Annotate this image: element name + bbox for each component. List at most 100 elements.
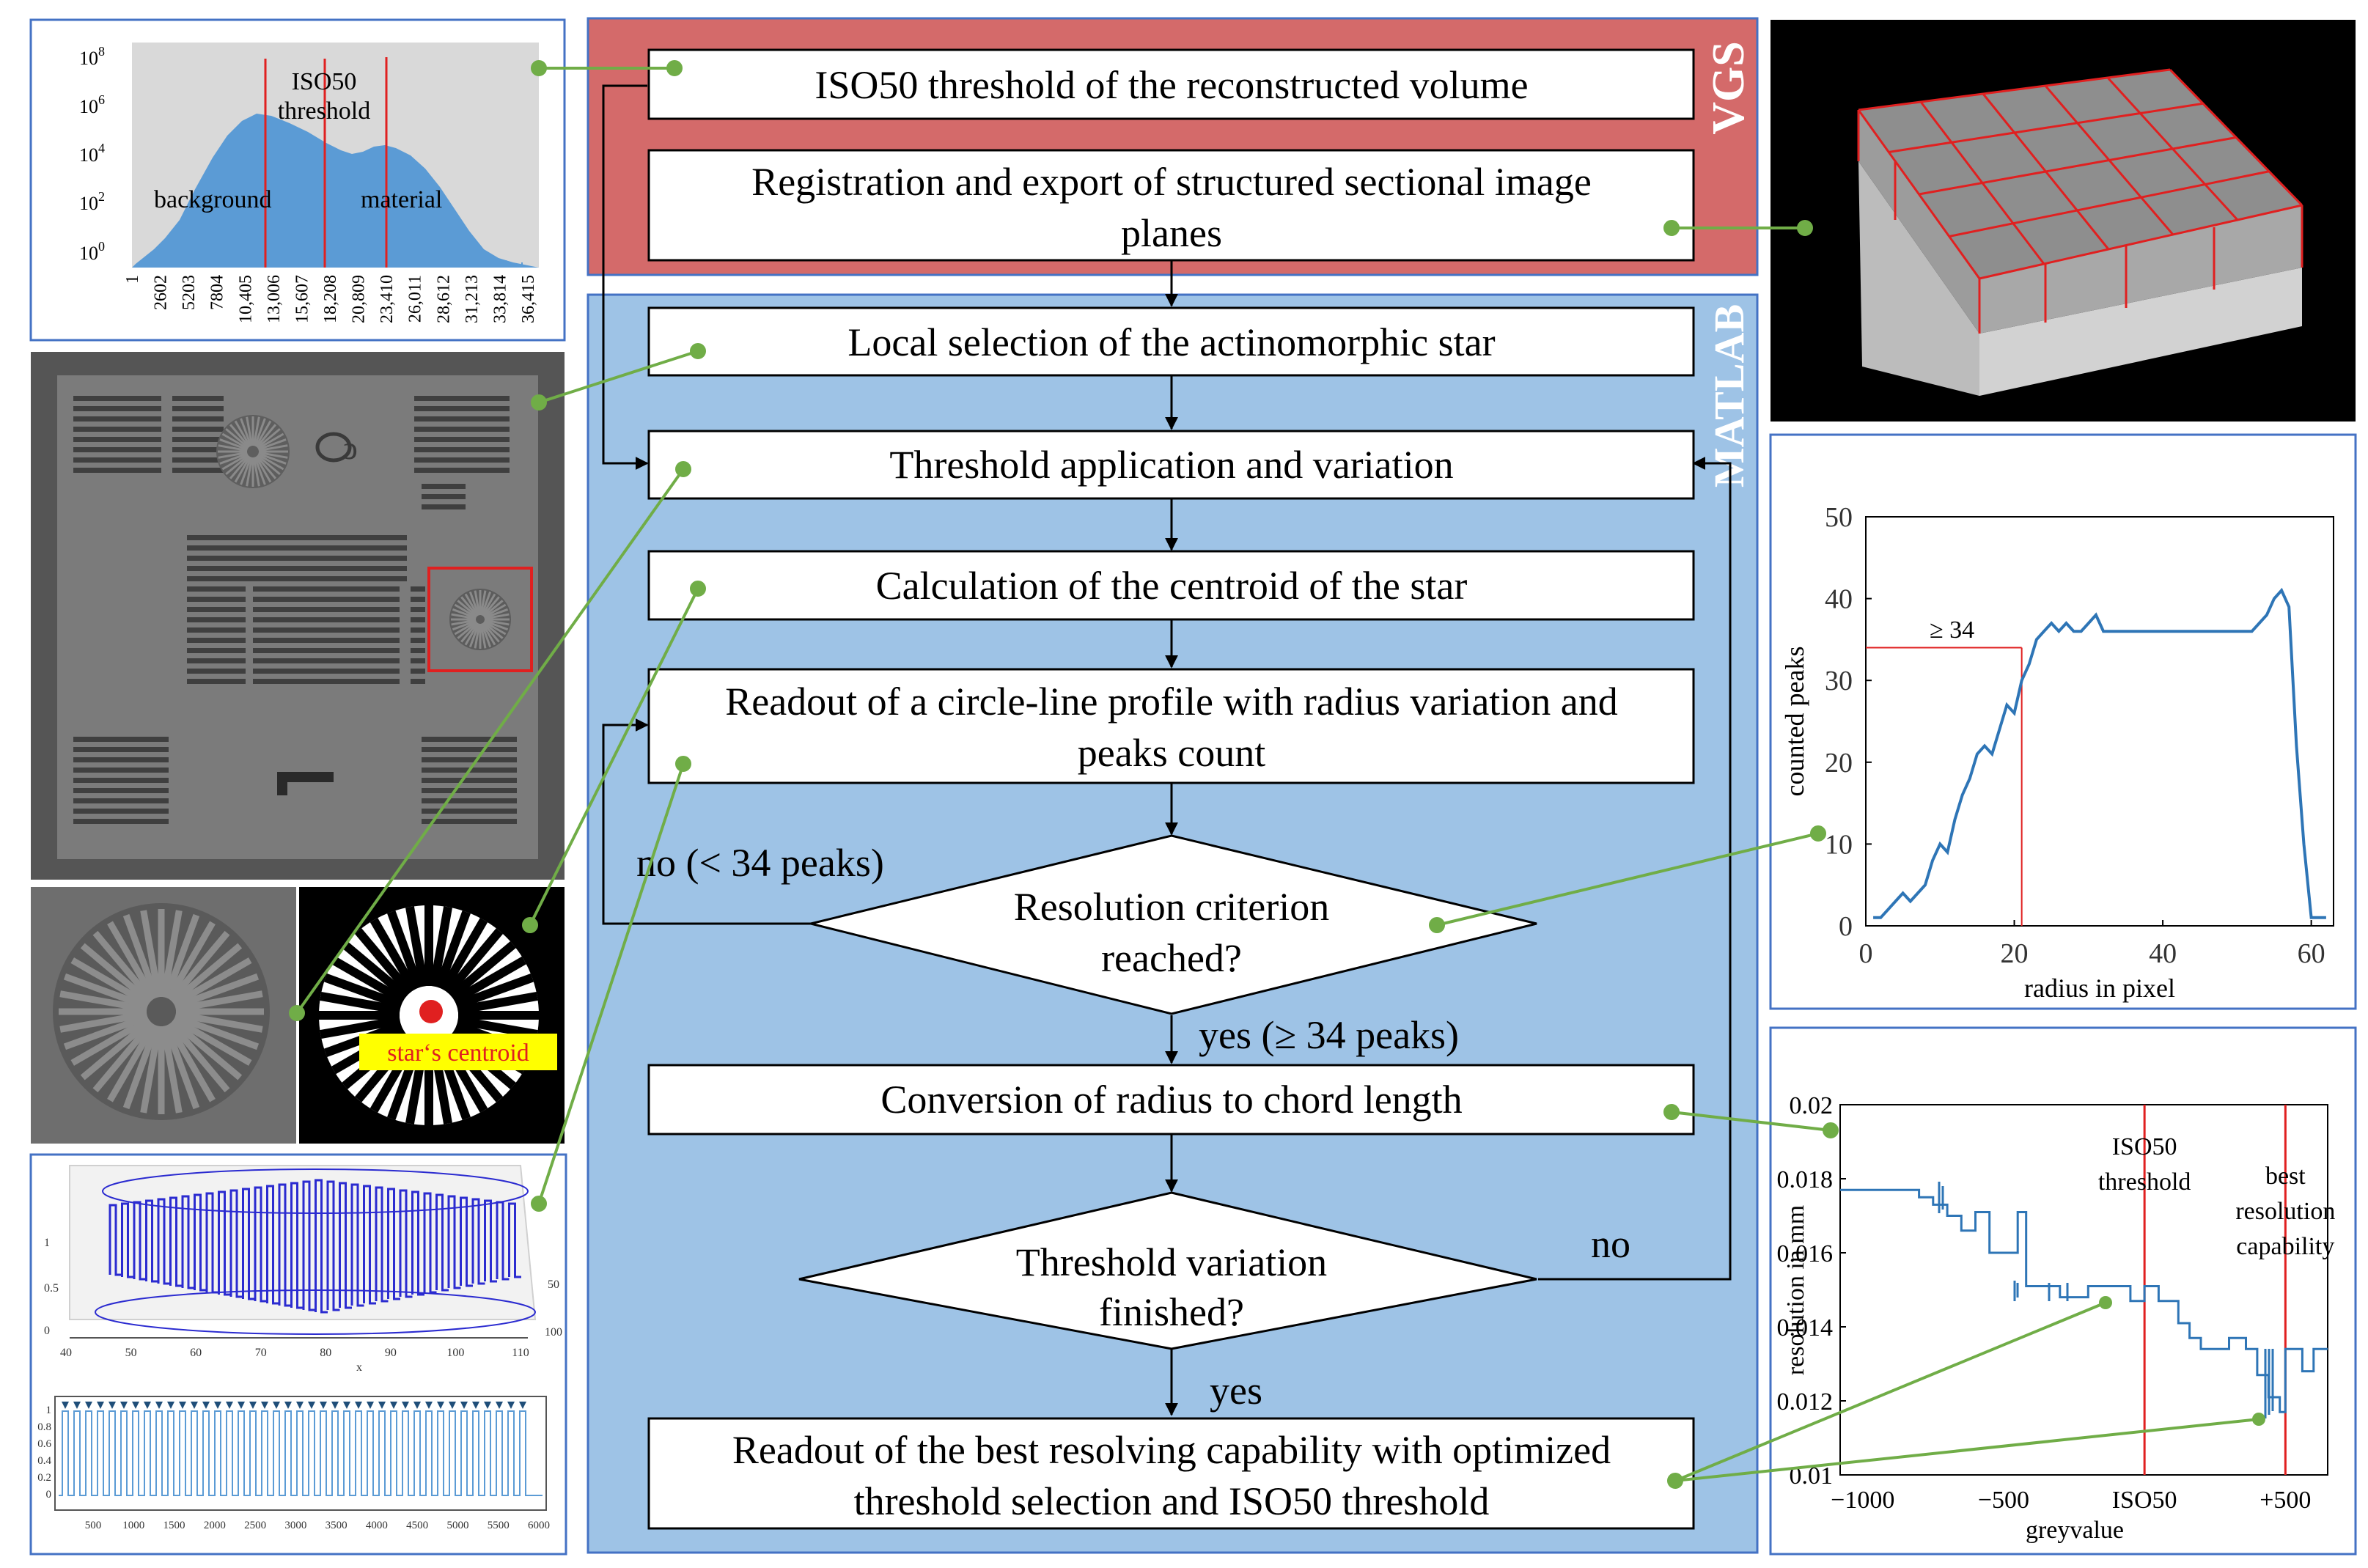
star-spoke: [122, 913, 160, 999]
star-spoke: [59, 1011, 148, 1033]
profile-2d-peak-marker: [437, 1402, 444, 1409]
slice-bar: [187, 566, 407, 571]
profile-2d-peak-marker: [273, 1402, 280, 1409]
slice-bar: [73, 788, 169, 793]
star-spoke: [174, 990, 263, 1012]
star-spoke: [174, 1013, 260, 1050]
volume-front: [1858, 110, 1979, 334]
star-spoke: [444, 928, 504, 996]
star-spoke: [257, 433, 284, 450]
slice-bar: [422, 778, 517, 783]
star-spoke: [168, 1020, 230, 1093]
profile-2d-x-tick: 3000: [284, 1520, 306, 1531]
slice-bar: [414, 468, 510, 473]
star-spoke: [320, 1016, 401, 1039]
star-spoke: [70, 957, 150, 1007]
flow-arrows: [602, 84, 1732, 1416]
star-spoke: [457, 600, 478, 618]
profile-2d-x-tick: 2500: [244, 1520, 266, 1531]
star-spoke: [480, 591, 492, 616]
star-spoke: [479, 590, 487, 616]
slice-bar: [73, 737, 169, 742]
profile-2d-peak-marker: [120, 1402, 128, 1409]
decision-criterion-diamond: [810, 834, 1537, 1015]
star-spoke: [170, 1018, 243, 1081]
vgs-band-label: VGS: [1704, 41, 1754, 134]
slice-selection-box: [427, 567, 533, 672]
slice-bar: [73, 437, 161, 442]
slice-bar: [172, 406, 224, 411]
profile-2d-peak-marker: [249, 1402, 257, 1409]
star-spoke: [257, 427, 281, 449]
star-spoke: [172, 957, 252, 1007]
star-spoke: [218, 444, 248, 452]
star-spoke: [481, 622, 496, 646]
star-spoke: [92, 1020, 155, 1093]
star-spoke: [258, 451, 288, 459]
star-spoke: [240, 457, 252, 485]
profile-2d-peak-marker: [226, 1402, 233, 1409]
resolution-x-tick: −500: [1978, 1487, 2029, 1514]
peaks-plot-area: [1865, 516, 2334, 927]
star-spoke: [331, 956, 406, 1005]
star-spoke: [439, 918, 488, 993]
slice-bar: [172, 396, 224, 401]
star-spoke: [387, 910, 423, 990]
profile-3d-x-label: x: [356, 1361, 362, 1374]
star-spoke: [258, 444, 288, 452]
volume-render-panel: [1771, 20, 2356, 422]
slice-bar: [411, 597, 425, 602]
profile-2d-peak-marker: [507, 1402, 515, 1409]
histogram-y-tick: 100: [79, 239, 105, 264]
star-spoke: [481, 593, 496, 616]
star-crop-panel: star‘s centroid: [31, 887, 565, 1144]
profile-2d-peak-marker: [73, 1402, 81, 1409]
slice-bar: [253, 638, 400, 643]
star-spoke: [161, 1025, 183, 1114]
star-spoke: [457, 1016, 538, 1039]
slice-bar: [253, 669, 400, 674]
profile-2d-peak-marker: [109, 1402, 116, 1409]
slice-bar: [73, 798, 169, 803]
histogram-annotation-line1: ISO50: [292, 68, 357, 95]
peaks-y-tick: 0: [1839, 911, 1853, 942]
step-registration-box: [647, 149, 1695, 262]
histogram-y-tick: 108: [79, 44, 105, 69]
star-spoke: [254, 457, 266, 485]
star-spoke: [454, 603, 477, 619]
slice-bar: [422, 788, 517, 793]
volume-grid-line: [1949, 170, 2270, 238]
peaks-y-tick: 30: [1825, 666, 1853, 696]
star-spoke: [80, 943, 152, 1005]
slice-bar: [187, 679, 246, 684]
star-spoke: [174, 973, 260, 1010]
slice-bar: [73, 768, 169, 773]
process-steps: ISO50 threshold of the reconstructed vol…: [647, 48, 1695, 1530]
histogram-x-tick: 2602: [152, 275, 171, 310]
profile-2d-peak-marker: [331, 1402, 339, 1409]
profile-2d-peak-marker: [402, 1402, 409, 1409]
star-spoke: [70, 1016, 150, 1066]
step-best-box: [647, 1417, 1695, 1530]
star-spoke: [460, 596, 479, 617]
star-spoke: [484, 613, 510, 620]
star-spoke: [246, 457, 254, 487]
histogram-x-tick: 20,809: [350, 275, 369, 323]
slice-bar: [422, 798, 517, 803]
profile-2d-peak-marker: [449, 1402, 456, 1409]
step-readout-profile-box: [647, 668, 1695, 784]
slice-bar: [253, 617, 400, 622]
profile-2d-peak-marker: [132, 1402, 139, 1409]
resolution-x-tick: ISO50: [2112, 1487, 2177, 1514]
profile-3d-y-tick: 100: [545, 1326, 562, 1339]
star-spoke: [483, 620, 507, 636]
iso50-red-lines: [264, 57, 388, 268]
peaks-ylabel: counted peaks: [1780, 647, 1809, 797]
star-spoke: [369, 918, 419, 993]
callout-connectors: [289, 60, 2259, 1489]
profile-2d-peak-marker: [343, 1402, 350, 1409]
slice-bar: [253, 586, 400, 592]
volume-top: [1858, 70, 2302, 279]
